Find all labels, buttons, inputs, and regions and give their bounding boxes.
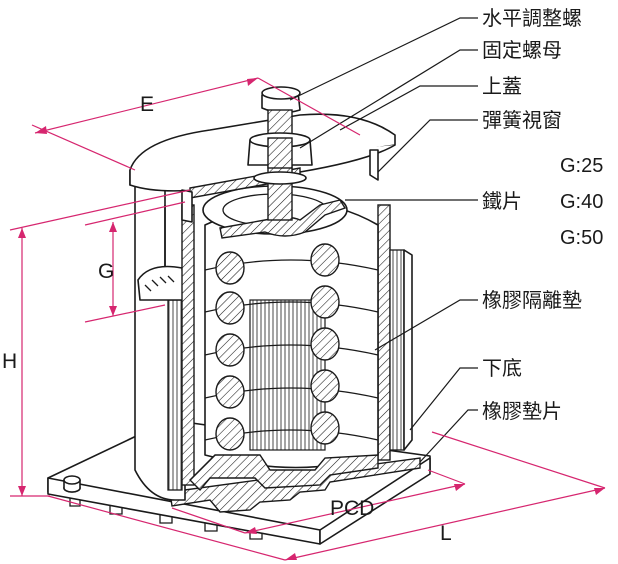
g-value-25: G:25 — [560, 155, 603, 177]
spring — [202, 185, 379, 469]
g-value-40: G:40 — [560, 191, 603, 213]
dimension-g: G — [98, 260, 114, 283]
dimension-l: L — [440, 522, 452, 545]
dimension-h: H — [2, 350, 17, 373]
inner-wall-right — [377, 204, 391, 461]
leader-lines — [289, 17, 478, 463]
outer-housing — [134, 184, 186, 501]
rubber-isolator-liner — [389, 249, 405, 451]
dimension-lines — [9, 77, 606, 561]
bottom-seat — [189, 454, 379, 492]
label-adjust-bolt: 水平調整螺 — [482, 6, 582, 30]
label-top-cover: 上蓋 — [482, 74, 522, 98]
dimension-pcd: PCD — [330, 497, 374, 520]
label-rubber-pad: 橡膠墊片 — [482, 399, 562, 423]
label-iron-plate: 鐵片 — [482, 189, 522, 213]
label-fixing-nut: 固定螺母 — [482, 38, 562, 62]
label-rubber-isolator-pad: 橡膠隔離墊 — [482, 288, 582, 312]
label-spring-window: 彈簧視窗 — [482, 108, 562, 132]
inner-wall-left — [181, 204, 195, 486]
dimension-e: E — [140, 93, 154, 116]
label-bottom-base: 下底 — [482, 356, 522, 380]
g-value-50: G:50 — [560, 227, 603, 249]
